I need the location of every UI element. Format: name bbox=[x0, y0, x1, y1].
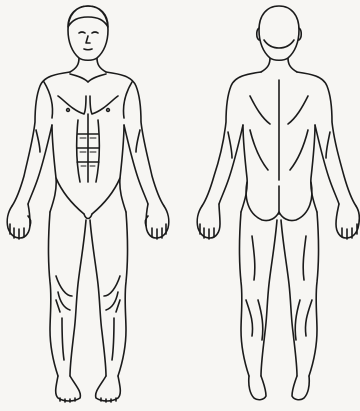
back-right-buttock bbox=[279, 182, 312, 221]
front-left-bicep-mark bbox=[36, 130, 40, 152]
back-left-fingers bbox=[200, 224, 214, 239]
front-right-deltoid bbox=[123, 82, 132, 118]
back-left-buttock bbox=[246, 182, 279, 221]
front-torso-right bbox=[120, 125, 126, 212]
back-right-leg-outer bbox=[309, 212, 319, 376]
front-right-leg-inner bbox=[90, 220, 106, 376]
back-neck-left bbox=[261, 58, 270, 72]
back-left-lat bbox=[250, 130, 268, 170]
back-right-scapula bbox=[288, 96, 308, 124]
front-left-eye bbox=[79, 32, 85, 33]
back-hair-line bbox=[264, 40, 294, 48]
back-right-hamstring bbox=[303, 236, 306, 280]
front-left-pec bbox=[58, 96, 86, 114]
back-right-calf bbox=[295, 300, 312, 340]
front-view-figure bbox=[7, 6, 169, 402]
back-left-hamstring bbox=[252, 236, 255, 280]
front-collarbone bbox=[70, 74, 106, 82]
back-left-inner-arm bbox=[219, 125, 243, 204]
front-left-shin bbox=[62, 318, 64, 360]
back-view-figure bbox=[197, 6, 359, 400]
back-right-leg-inner bbox=[281, 220, 297, 376]
back-left-foot bbox=[249, 376, 266, 400]
front-neck-left bbox=[70, 58, 79, 72]
back-right-foot bbox=[292, 376, 309, 400]
back-head bbox=[259, 6, 299, 60]
front-head bbox=[68, 6, 108, 60]
back-left-arm-mark bbox=[228, 132, 232, 158]
front-left-shoulder-arm bbox=[12, 72, 70, 206]
front-right-inner-arm bbox=[124, 125, 148, 204]
front-right-nipple bbox=[107, 109, 110, 112]
front-neck-right bbox=[97, 58, 106, 72]
front-right-foot bbox=[96, 376, 121, 401]
front-torso-left bbox=[50, 125, 56, 212]
front-left-inner-arm bbox=[28, 125, 52, 204]
back-right-inner-arm bbox=[315, 125, 339, 204]
front-right-shin bbox=[112, 318, 114, 360]
back-left-calf bbox=[246, 300, 263, 340]
front-right-pec bbox=[90, 96, 118, 114]
front-left-knee bbox=[56, 276, 72, 312]
front-left-foot bbox=[56, 376, 81, 401]
front-left-hip bbox=[56, 178, 84, 214]
front-right-bicep-mark bbox=[136, 130, 140, 152]
front-left-nipple bbox=[67, 109, 70, 112]
back-neck-right bbox=[288, 58, 297, 72]
front-right-shoulder-arm bbox=[106, 72, 164, 206]
back-right-lat bbox=[290, 130, 308, 170]
back-right-arm-mark bbox=[326, 132, 330, 158]
front-abs-left bbox=[77, 120, 80, 182]
front-right-hip bbox=[92, 178, 120, 214]
front-mouth bbox=[84, 49, 92, 50]
front-groin bbox=[84, 214, 92, 219]
back-left-scapula bbox=[250, 96, 270, 124]
front-right-eye bbox=[92, 32, 98, 33]
front-left-leg-outer bbox=[49, 212, 59, 376]
back-left-leg-inner bbox=[261, 220, 277, 376]
front-right-leg-outer bbox=[118, 212, 128, 376]
front-nose bbox=[86, 36, 90, 43]
front-left-leg-inner bbox=[70, 220, 86, 376]
front-hair bbox=[68, 6, 108, 27]
front-right-knee bbox=[104, 276, 120, 312]
back-left-leg-outer bbox=[240, 212, 250, 376]
front-abs-right bbox=[96, 120, 99, 182]
front-left-deltoid bbox=[44, 82, 53, 118]
